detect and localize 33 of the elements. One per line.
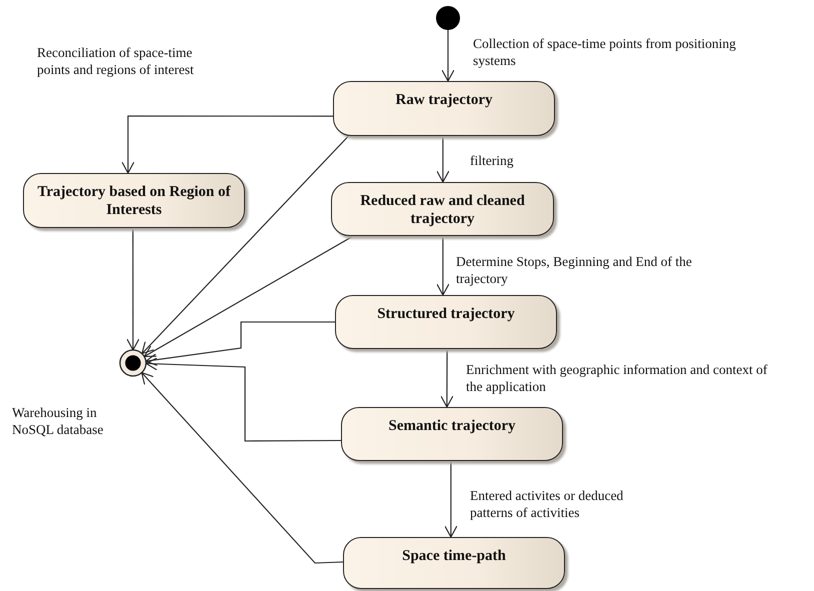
arrow <box>144 236 354 358</box>
arrow <box>436 136 450 183</box>
state-name: Trajectory based on Region of Interests <box>36 183 232 219</box>
arrow <box>440 349 454 408</box>
state-box <box>331 182 554 236</box>
state-name: Space time-path <box>402 547 506 565</box>
state-name: Raw trajectory <box>395 91 493 109</box>
state-name: Structured trajectory <box>377 305 515 323</box>
edge-label: Determine Stops, Beginning and End of the trajectory <box>456 253 693 287</box>
arrow <box>441 30 455 82</box>
arrow <box>436 236 450 296</box>
arrow <box>141 372 344 564</box>
state-name: Semantic trajectory <box>388 417 516 435</box>
arrow <box>141 136 349 354</box>
arrow <box>145 357 341 442</box>
edge-label: Reconciliation of space-time points and regions of interest <box>37 44 195 78</box>
node-caption: Warehousing in NoSQL database <box>12 404 104 438</box>
arrow <box>121 115 333 174</box>
state-box <box>341 407 563 461</box>
initial-node <box>435 5 461 31</box>
state-box <box>343 537 565 589</box>
state-box <box>335 295 557 349</box>
arrow <box>126 228 140 351</box>
edge-label: filtering <box>470 152 514 169</box>
edge-label: Entered activites or deduced patterns of activities <box>470 487 624 521</box>
edge-label: Enrichment with geographic information and context of the application <box>466 361 768 395</box>
final-node <box>119 349 147 377</box>
state-name: Reduced raw and cleaned trajectory <box>359 192 526 228</box>
state-box <box>333 81 555 136</box>
arrow <box>145 321 335 366</box>
arrow <box>444 461 458 538</box>
edge-label: Collection of space-time points from positioning systems <box>473 35 737 69</box>
state-box <box>23 173 245 228</box>
